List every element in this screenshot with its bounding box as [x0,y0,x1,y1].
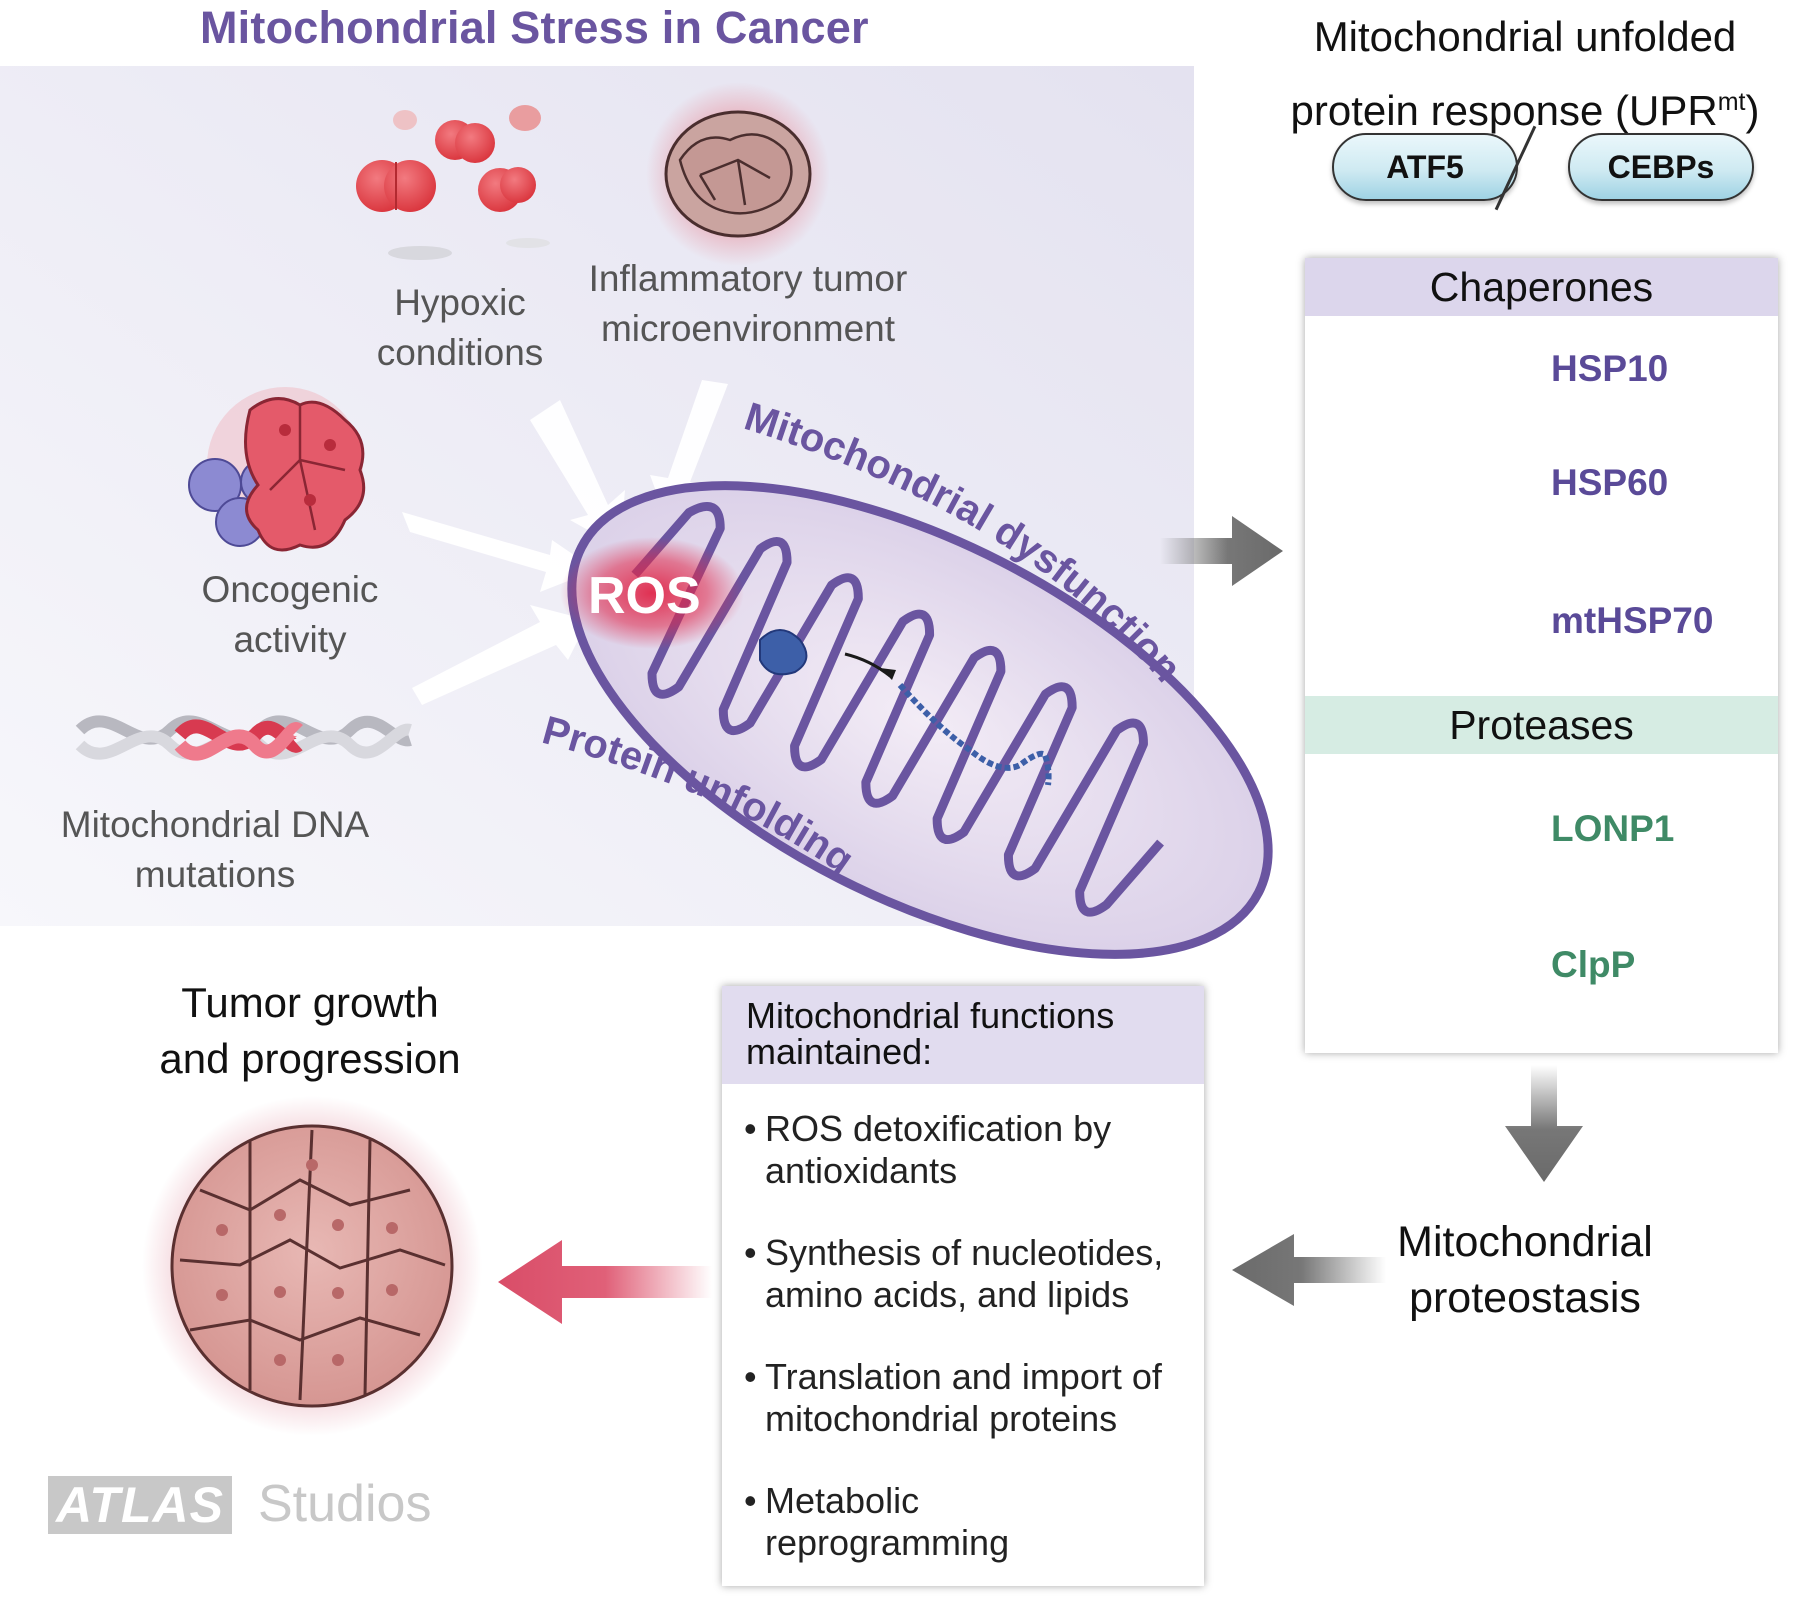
dna-helix-icon [75,715,412,761]
upr-title: Mitochondrial unfolded protein response … [1270,0,1780,148]
chaperones-heading: Chaperones [1305,258,1778,316]
function-item: •Synthesis of nucleotides, amino acids, … [744,1232,1194,1316]
to-tumor-arrow [498,1240,712,1324]
upr-superscript: mt [1717,88,1746,116]
upr-title-text: protein response (UPR [1290,87,1718,134]
cebps-pill: CEBPs [1568,133,1754,201]
mitochondrial-proteostasis-label: Mitochondrial proteostasis [1360,1214,1690,1326]
function-item: •Metabolic reprogramming [744,1480,1010,1563]
to-proteostasis-arrow [1505,1065,1583,1182]
studios-logo-text: Studios [258,1475,432,1533]
proteostasis-line-2: proteostasis [1409,1274,1641,1322]
inflammatory-label: Inflammatory tumor microenvironment [568,254,928,354]
hsp60-label: HSP60 [1551,462,1669,503]
function-item: •Translation and import of mitochondrial… [744,1356,1194,1440]
inflammatory-line-1: Inflammatory tumor [588,258,908,299]
ros-label: ROS [588,567,701,625]
mitochondrion-icon [567,481,1273,959]
proteases-heading: Proteases [1305,696,1778,754]
upr-effectors-panel: Chaperones HSP10 HSP60 mtHSP70 Proteases… [1305,258,1778,1053]
function-item-text: ROS detoxification by antioxidants [765,1108,1112,1191]
oncogenic-activity-label: Oncogenic activity [170,565,410,665]
function-item: •ROS detoxification by antioxidants [744,1108,1194,1192]
functions-box: Mitochondrial functions maintained: •ROS… [722,986,1204,1586]
red-blood-cells-icon [356,105,550,260]
mthsp70-label: mtHSP70 [1551,600,1714,641]
atlas-logo: ATLAS [48,1476,232,1534]
figure-title: Mitochondrial Stress in Cancer [200,2,869,53]
function-item-text: Synthesis of nucleotides, amino acids, a… [765,1232,1164,1315]
proteostasis-line-1: Mitochondrial [1397,1218,1653,1266]
hypoxic-line-1: Hypoxic [394,282,526,323]
tumor-growth-line-2: and progression [159,1035,461,1082]
tumor-mass-icon [142,1096,482,1436]
to-functions-arrow [1232,1234,1386,1306]
inflammatory-line-2: microenvironment [600,308,896,349]
oncogenic-line-1: Oncogenic [201,569,379,610]
upr-title-line-2: protein response (UPRmt) [1270,74,1780,148]
mtdna-mutations-label: Mitochondrial DNA mutations [40,800,390,900]
mtdna-line-2: mutations [134,854,296,895]
functions-heading: Mitochondrial functions maintained: [746,995,1115,1072]
clpp-label: ClpP [1551,944,1636,985]
to-upr-arrow [1160,516,1283,586]
inflammatory-tumor-icon [646,82,830,266]
functions-header: Mitochondrial functions maintained: [722,986,1204,1084]
hsp10-label: HSP10 [1551,348,1669,389]
oncogenic-line-2: activity [233,619,347,660]
lonp1-label: LONP1 [1551,808,1675,849]
tumor-growth-line-1: Tumor growth [181,979,439,1026]
hypoxic-conditions-label: Hypoxic conditions [350,278,570,378]
ros-glow [560,537,744,649]
mtdna-line-1: Mitochondrial DNA [60,804,370,845]
atf5-pill: ATF5 [1332,133,1518,201]
function-item-text: Metabolic reprogramming [765,1480,1010,1563]
hypoxic-line-2: conditions [376,332,544,373]
oncogenic-cells-icon [188,387,366,552]
upr-title-close: ) [1745,87,1760,134]
tumor-growth-label: Tumor growth and progression [110,975,510,1087]
upr-title-line-1: Mitochondrial unfolded [1313,13,1737,60]
function-item-text: Translation and import of mitochondrial … [765,1356,1162,1439]
